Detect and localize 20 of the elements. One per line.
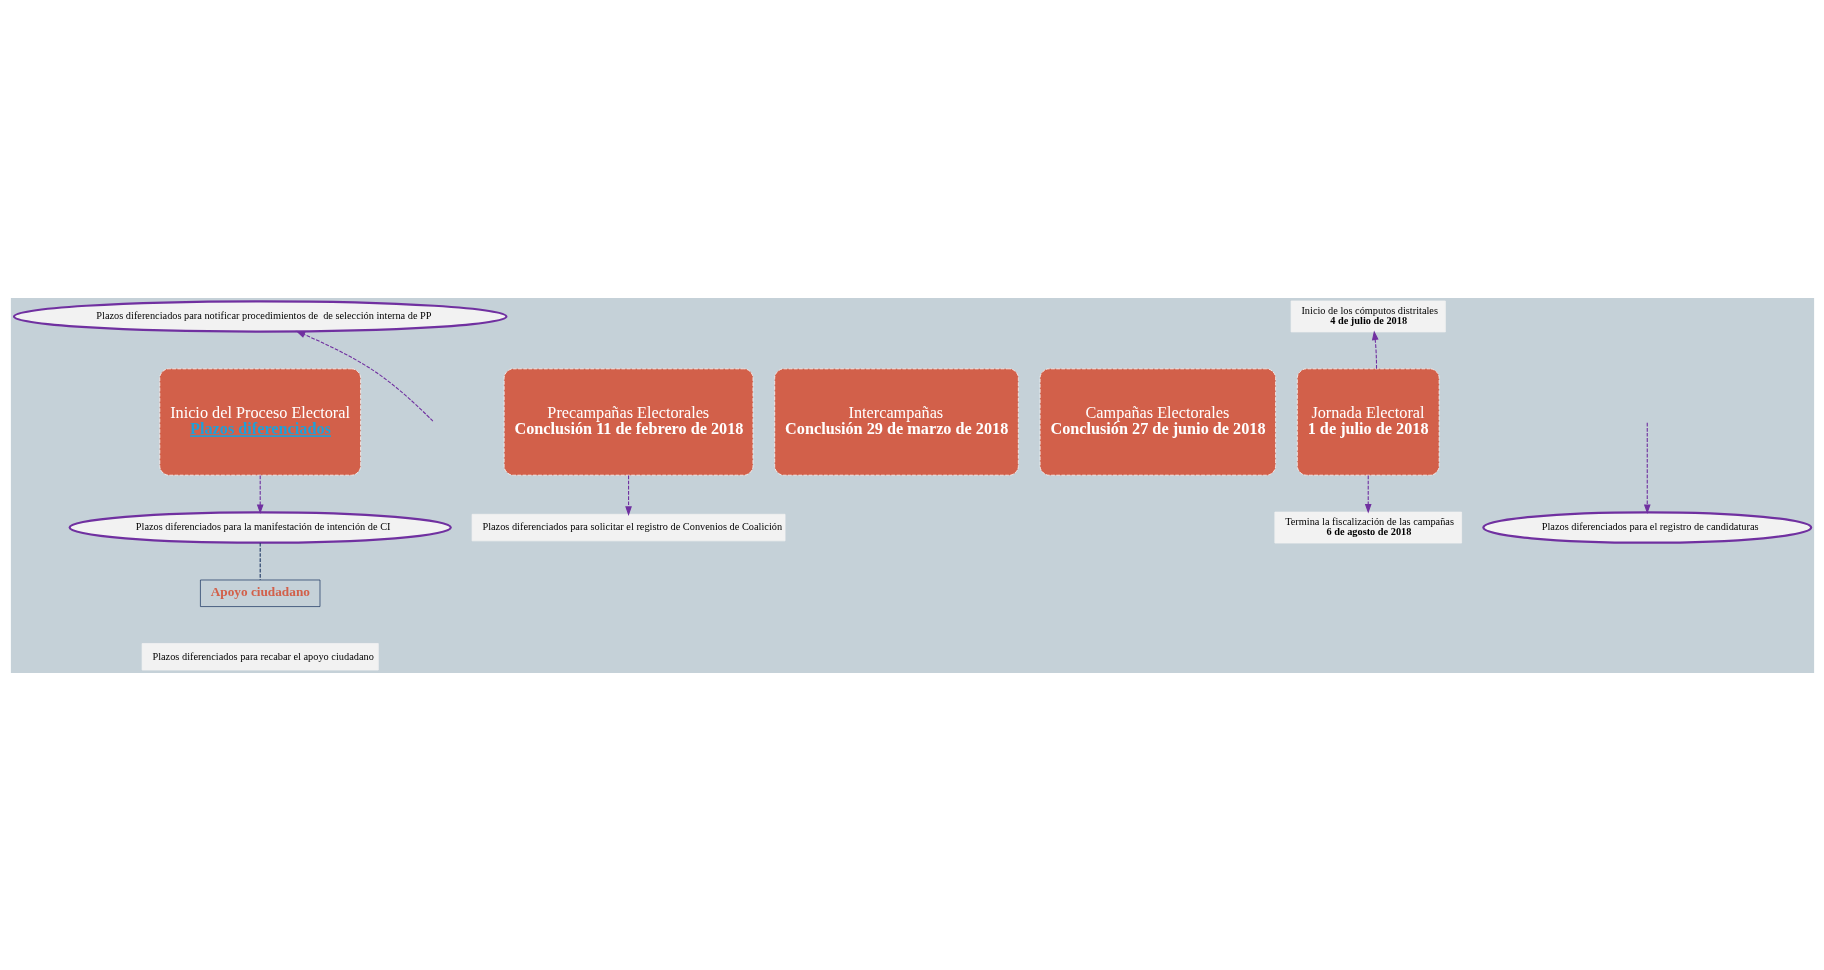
node-box: Intercampañas Conclusión 29 de marzo de 2018 xyxy=(773,368,1019,476)
node-box: Inicio de los cómputos distritales 4 de julio de 2018 xyxy=(1290,300,1446,332)
arrow xyxy=(1643,421,1651,514)
arrow xyxy=(256,474,264,514)
node-box: Campañas Electorales Conclusión 27 de junio de 2018 xyxy=(1039,368,1276,476)
arrow xyxy=(295,330,433,422)
node-box: Jornada Electoral 1 de julio de 2018 xyxy=(1296,368,1439,476)
node-box: Plazos diferenciados para solicitar el registro de Convenios de Coalición xyxy=(471,513,785,541)
node-ellipse: Plazos diferenciados para el registro de candidaturas xyxy=(1481,510,1812,544)
node-box: Plazos diferenciados para recabar el apoyo ciudadano xyxy=(141,642,379,670)
arrow xyxy=(1371,329,1379,369)
arrow xyxy=(1364,474,1372,514)
node-box: Termina la fiscalización de las campañas 6 de agosto de 2018 xyxy=(1273,511,1462,543)
arrow xyxy=(624,474,632,516)
node-ellipse: Plazos diferenciados para la manifestación de intención de CI xyxy=(68,510,452,544)
node-ellipse: Plazos diferenciados para notificar procedimientos de de selección interna de PP xyxy=(12,299,507,333)
node-box: Inicio del Proceso Electoral Plazos diferenciados xyxy=(158,368,361,476)
node-box: Precampañas Electorales Conclusión 11 de febrero de 2018 xyxy=(503,368,753,476)
node-box: Apoyo ciudadano xyxy=(199,579,320,607)
connector xyxy=(259,541,261,581)
